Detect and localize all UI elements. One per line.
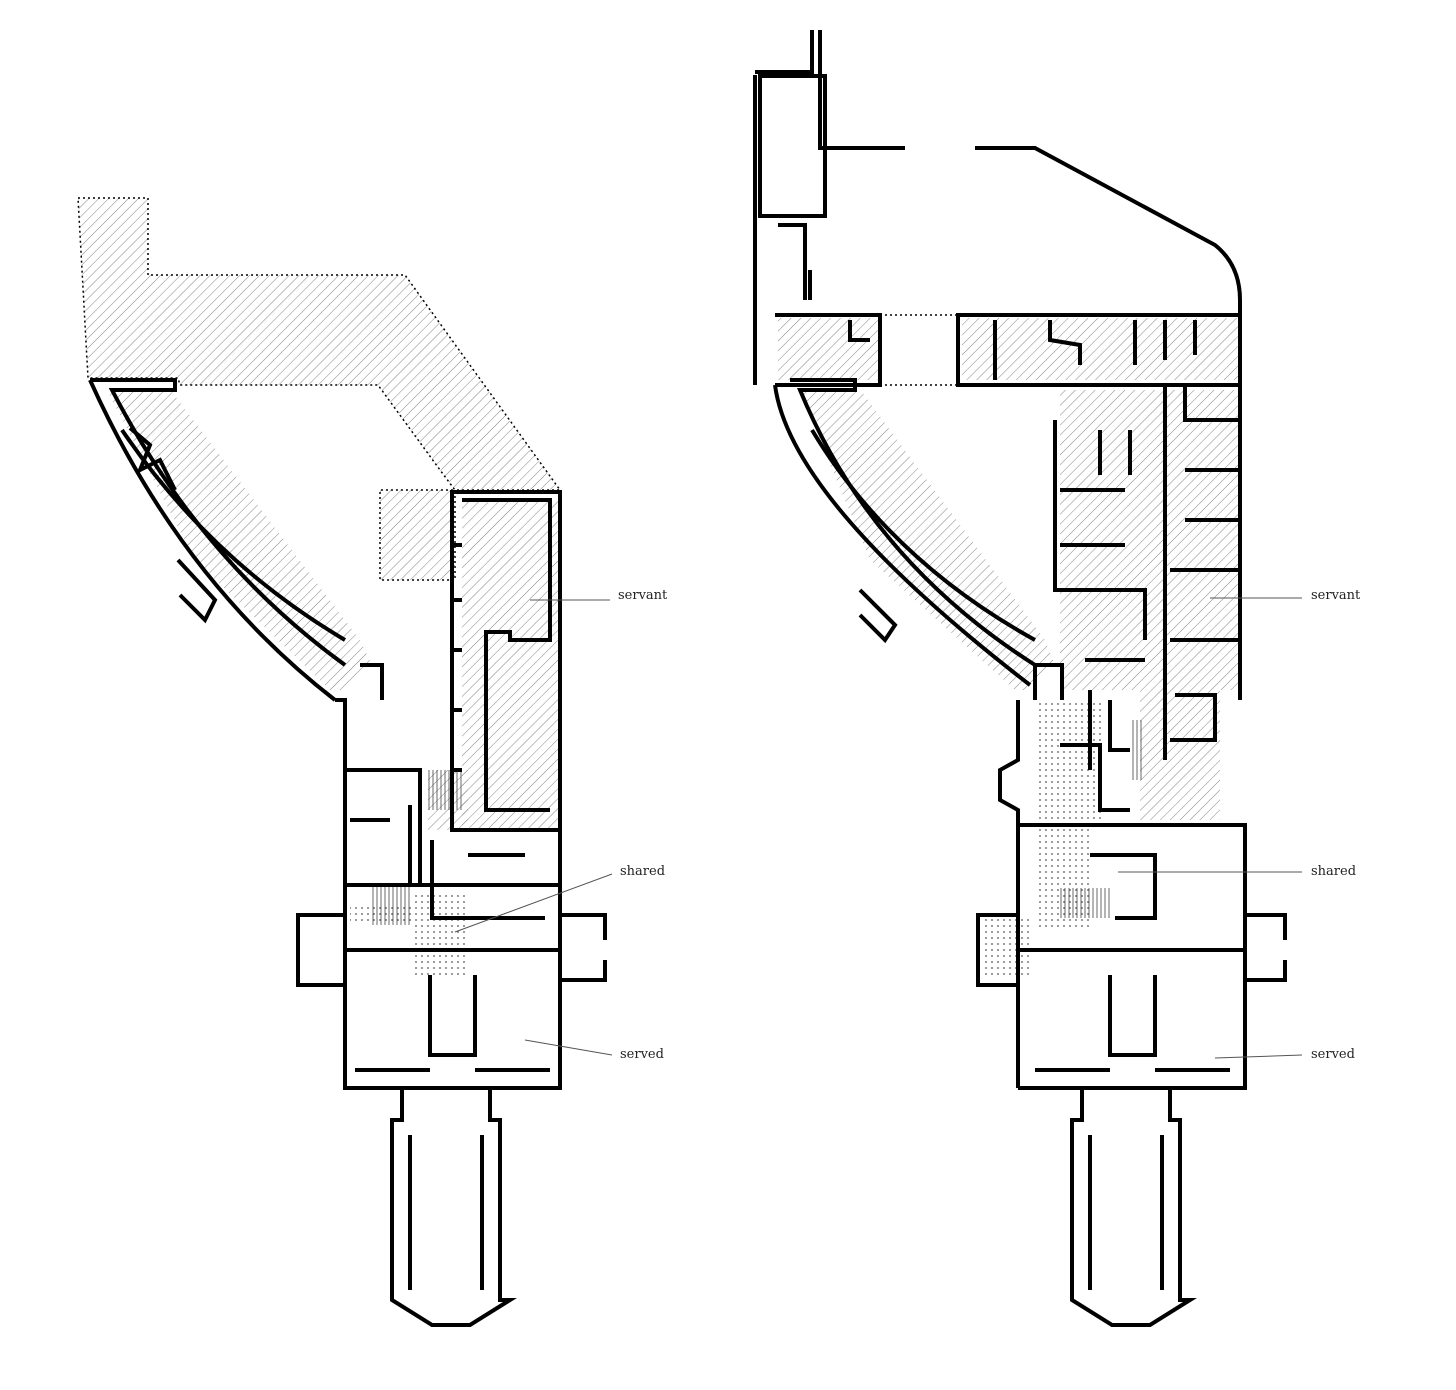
right-label-servant: servant xyxy=(1311,588,1361,603)
right-dotted-openings xyxy=(880,314,958,386)
left-label-served: served xyxy=(620,1047,664,1062)
right-stair-2 xyxy=(1130,720,1144,780)
left-leaders xyxy=(454,599,613,1056)
left-label-shared: shared xyxy=(620,864,666,879)
left-stair-2 xyxy=(372,885,412,925)
right-label-served: served xyxy=(1311,1047,1355,1062)
left-plan xyxy=(77,197,613,1327)
right-plan xyxy=(753,30,1303,1327)
right-stair-1 xyxy=(1058,888,1110,918)
right-walls xyxy=(753,30,1287,1327)
right-label-shared: shared xyxy=(1311,864,1357,879)
left-walls xyxy=(88,378,607,1327)
left-stair-1 xyxy=(428,770,464,810)
right-leaders xyxy=(1118,597,1303,1059)
right-shared-zone xyxy=(985,700,1105,975)
left-label-servant: servant xyxy=(618,588,668,603)
